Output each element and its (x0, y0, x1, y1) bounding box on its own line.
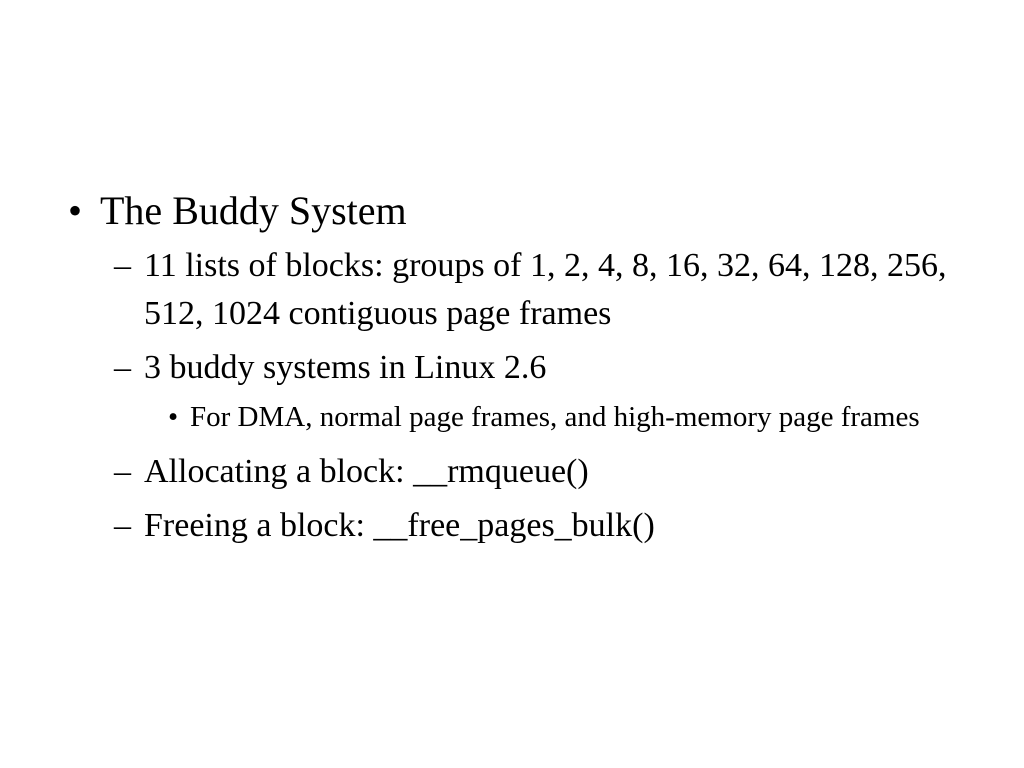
sub-bullet-text: Freeing a block: __free_pages_bulk() (144, 507, 655, 544)
dash-marker: – (114, 349, 131, 386)
sub-bullet-buddy-systems: – 3 buddy systems in Linux 2.6 (114, 344, 988, 392)
sub-bullet-allocating: – Allocating a block: __rmqueue() (114, 448, 988, 496)
sub-bullet-freeing: – Freeing a block: __free_pages_bulk() (114, 502, 988, 550)
bullet-marker: • (68, 188, 83, 233)
dash-marker: – (114, 247, 131, 284)
sub-sub-bullet-text: For DMA, normal page frames, and high-me… (190, 401, 920, 433)
bullet-marker: • (168, 401, 179, 433)
dash-marker: – (114, 453, 131, 490)
dash-marker: – (114, 507, 131, 544)
sub-bullet-text: 3 buddy systems in Linux 2.6 (144, 349, 547, 386)
bullet-list: • The Buddy System – 11 lists of blocks:… (68, 186, 988, 550)
sub-sub-bullet-dma: • For DMA, normal page frames, and high-… (168, 398, 988, 436)
bullet-text: The Buddy System (100, 188, 407, 233)
sub-bullet-text: 11 lists of blocks: groups of 1, 2, 4, 8… (144, 247, 947, 332)
sub-bullet-lists-of-blocks: – 11 lists of blocks: groups of 1, 2, 4,… (114, 242, 988, 338)
bullet-buddy-system: • The Buddy System (68, 186, 988, 236)
sub-bullet-text: Allocating a block: __rmqueue() (144, 453, 589, 490)
